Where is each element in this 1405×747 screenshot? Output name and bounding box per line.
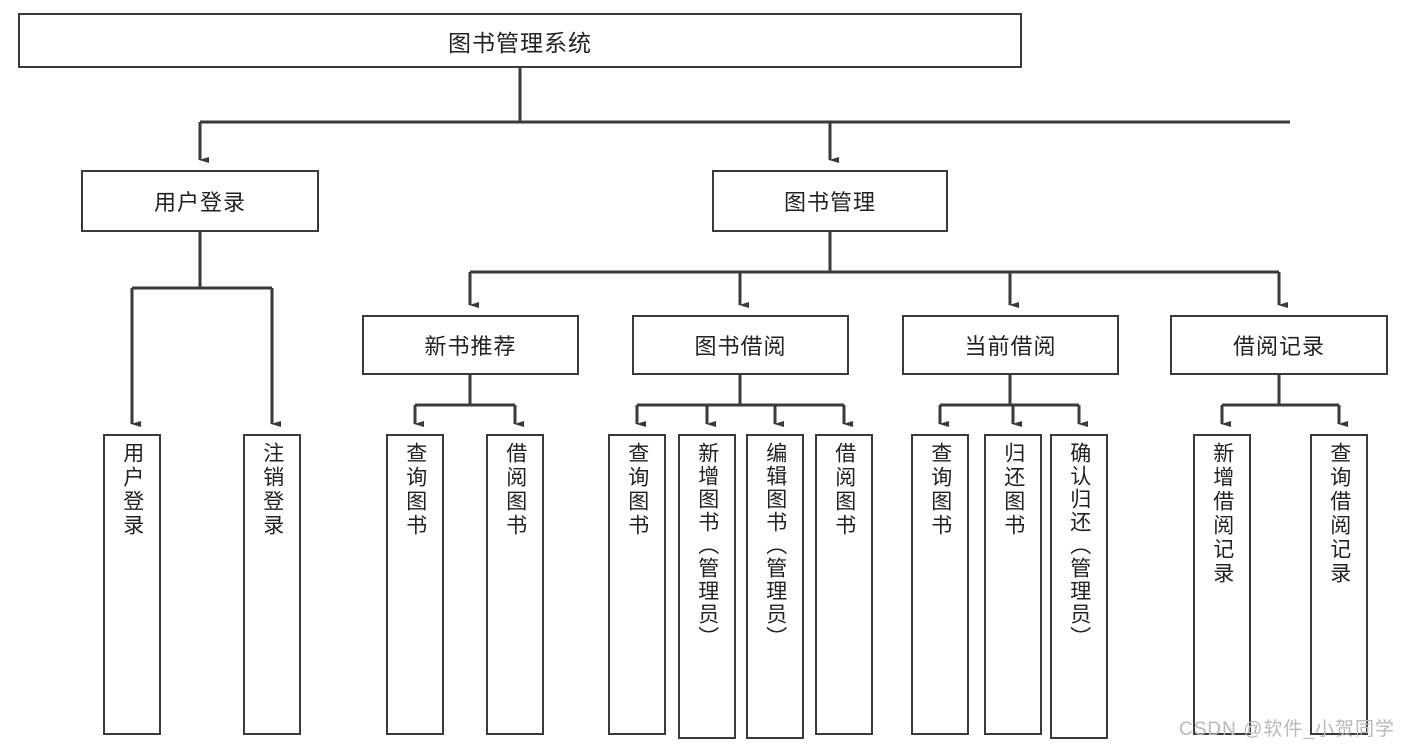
leaf-label: 查询图书 — [928, 442, 952, 538]
leaf-label: 新增图书（管理员） — [695, 442, 719, 649]
leaf-query-borrow-record[interactable]: 查询借阅记录 — [1310, 434, 1368, 735]
leaf-label: 用户登录 — [120, 442, 144, 538]
leaf-label: 确认归还（管理员） — [1067, 442, 1091, 649]
leaf-user-logout[interactable]: 注销登录 — [243, 434, 301, 735]
leaf-user-login[interactable]: 用户登录 — [103, 434, 161, 735]
leaf-add-borrow-record[interactable]: 新增借阅记录 — [1193, 434, 1251, 735]
leaf-confirm-return-admin[interactable]: 确认归还（管理员） — [1050, 434, 1108, 739]
node-book-management-module[interactable]: 图书管理 — [712, 170, 948, 232]
leaf-borrow-book-recommend[interactable]: 借阅图书 — [486, 434, 544, 735]
leaf-label: 新增借阅记录 — [1210, 442, 1234, 586]
leaf-label: 查询图书 — [625, 442, 649, 538]
leaf-query-book-recommend[interactable]: 查询图书 — [386, 434, 444, 735]
leaf-label: 编辑图书（管理员） — [763, 442, 787, 649]
leaf-edit-book-admin[interactable]: 编辑图书（管理员） — [746, 434, 804, 739]
node-borrow-record[interactable]: 借阅记录 — [1170, 315, 1388, 375]
leaf-add-book-admin[interactable]: 新增图书（管理员） — [678, 434, 736, 739]
node-user-login-module[interactable]: 用户登录 — [81, 170, 319, 232]
leaf-borrow-book[interactable]: 借阅图书 — [815, 434, 873, 735]
leaf-query-book-current[interactable]: 查询图书 — [911, 434, 969, 735]
node-new-book-recommend[interactable]: 新书推荐 — [362, 315, 579, 375]
node-current-borrow[interactable]: 当前借阅 — [902, 315, 1119, 375]
leaf-label: 查询图书 — [403, 442, 427, 538]
leaf-return-book[interactable]: 归还图书 — [984, 434, 1042, 735]
leaf-query-book-borrow[interactable]: 查询图书 — [608, 434, 666, 735]
leaf-label: 借阅图书 — [832, 442, 856, 538]
leaf-label: 注销登录 — [260, 442, 284, 538]
node-root[interactable]: 图书管理系统 — [18, 13, 1022, 68]
csdn-watermark: CSDN @软件_小贺同学 — [1179, 719, 1395, 740]
node-book-borrow[interactable]: 图书借阅 — [632, 315, 849, 375]
leaf-label: 归还图书 — [1001, 442, 1025, 538]
leaf-label: 借阅图书 — [503, 442, 527, 538]
leaf-label: 查询借阅记录 — [1327, 442, 1351, 586]
